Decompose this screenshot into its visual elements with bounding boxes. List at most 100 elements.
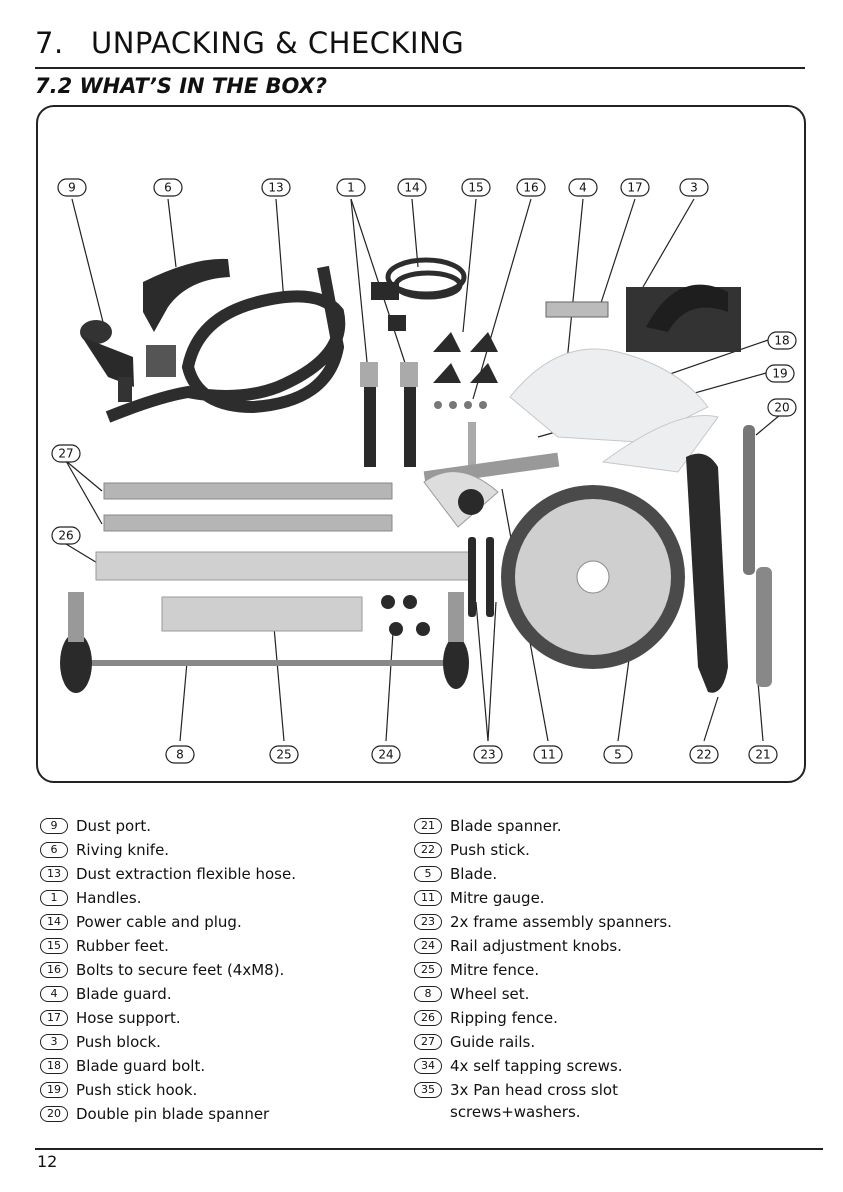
callout-25: 25 (269, 745, 299, 764)
part-number-badge: 35 (414, 1082, 442, 1098)
list-item: 5 Blade. (414, 863, 794, 887)
part-description: Blade. (450, 865, 498, 883)
callout-label: 20 (774, 401, 789, 415)
leader-line (167, 198, 177, 268)
callout-label: 6 (164, 181, 172, 195)
leader-line (617, 651, 631, 742)
part-description: 2x frame assembly spanners. (450, 913, 672, 931)
part-description: Push block. (76, 1033, 161, 1051)
subsection-title: 7.2 WHAT’S IN THE BOX? (35, 74, 327, 98)
callout-24: 24 (371, 745, 401, 764)
leader-line (350, 198, 369, 373)
part-number-badge: 13 (40, 866, 68, 882)
leader-line (273, 626, 285, 742)
part-number-badge: 5 (414, 866, 442, 882)
part-description: 3x Pan head cross slot screws+washers. (450, 1081, 618, 1121)
callout-bubble (748, 745, 778, 764)
push-block-illustration (626, 284, 741, 352)
part-description: Blade guard bolt. (76, 1057, 206, 1075)
leader-line (411, 198, 419, 268)
callout-label: 19 (772, 367, 787, 381)
plug-illustration (388, 315, 406, 331)
callout-bubble (371, 745, 401, 764)
callout-label: 17 (627, 181, 642, 195)
leader-line (472, 198, 532, 400)
part-description: Blade guard. (76, 985, 172, 1003)
callout-label: 27 (58, 447, 73, 461)
section-title: 7.UNPACKING & CHECKING (35, 26, 464, 60)
mitre-fence-illustration (161, 596, 363, 632)
callout-27: 27 (51, 444, 81, 463)
callout-bubble (397, 178, 427, 197)
callout-20: 20 (767, 398, 797, 417)
guide-rails-illustration (103, 482, 393, 532)
list-item: 4 Blade guard. (40, 983, 400, 1007)
callout-bubble (765, 364, 795, 383)
part-number-badge: 1 (40, 890, 68, 906)
callout-label: 21 (755, 748, 770, 762)
callout-label: 25 (276, 748, 291, 762)
leader-line (275, 198, 285, 303)
callout-bubble (533, 745, 563, 764)
frame-spanners-illustration (468, 537, 494, 617)
callout-label: 18 (774, 334, 789, 348)
leader-line (179, 661, 188, 742)
blade-spanners-illustration (743, 425, 772, 687)
push-stick-illustration (686, 453, 728, 693)
callout-17: 17 (620, 178, 650, 197)
list-item: 35 3x Pan head cross slot screws+washers. (414, 1079, 794, 1123)
leader-line (487, 601, 497, 742)
callout-bubble (51, 526, 81, 545)
callout-23: 23 (473, 745, 503, 764)
part-number-badge: 27 (414, 1034, 442, 1050)
part-description: Rubber feet. (76, 937, 169, 955)
callout-5: 5 (603, 745, 633, 764)
rail-knobs-illustration (381, 595, 430, 636)
callout-8: 8 (165, 745, 195, 764)
callout-26: 26 (51, 526, 81, 545)
part-number-badge: 23 (414, 914, 442, 930)
power-cable-illustration (385, 257, 467, 300)
callout-label: 23 (480, 748, 495, 762)
part-number-badge: 4 (40, 986, 68, 1002)
leader-line (65, 460, 103, 525)
callout-13: 13 (261, 178, 291, 197)
part-description: Push stick hook. (76, 1081, 198, 1099)
part-description: Guide rails. (450, 1033, 536, 1051)
callout-bubble (603, 745, 633, 764)
callout-label: 24 (378, 748, 393, 762)
blade-illustration (501, 485, 685, 669)
part-description: Bolts to secure feet (4xM8). (76, 961, 285, 979)
part-number-badge: 26 (414, 1010, 442, 1026)
callout-bubble (57, 178, 87, 197)
list-item: 23 2x frame assembly spanners. (414, 911, 794, 935)
section-number: 7. (35, 26, 64, 60)
rubber-feet-illustration (433, 332, 498, 383)
part-description: Push stick. (450, 841, 530, 859)
callout-9: 9 (57, 178, 87, 197)
callout-21: 21 (748, 745, 778, 764)
leader-line (703, 696, 719, 742)
callout-label: 14 (404, 181, 419, 195)
part-description: Power cable and plug. (76, 913, 242, 931)
part-description: Rail adjustment knobs. (450, 937, 622, 955)
callout-11: 11 (533, 745, 563, 764)
